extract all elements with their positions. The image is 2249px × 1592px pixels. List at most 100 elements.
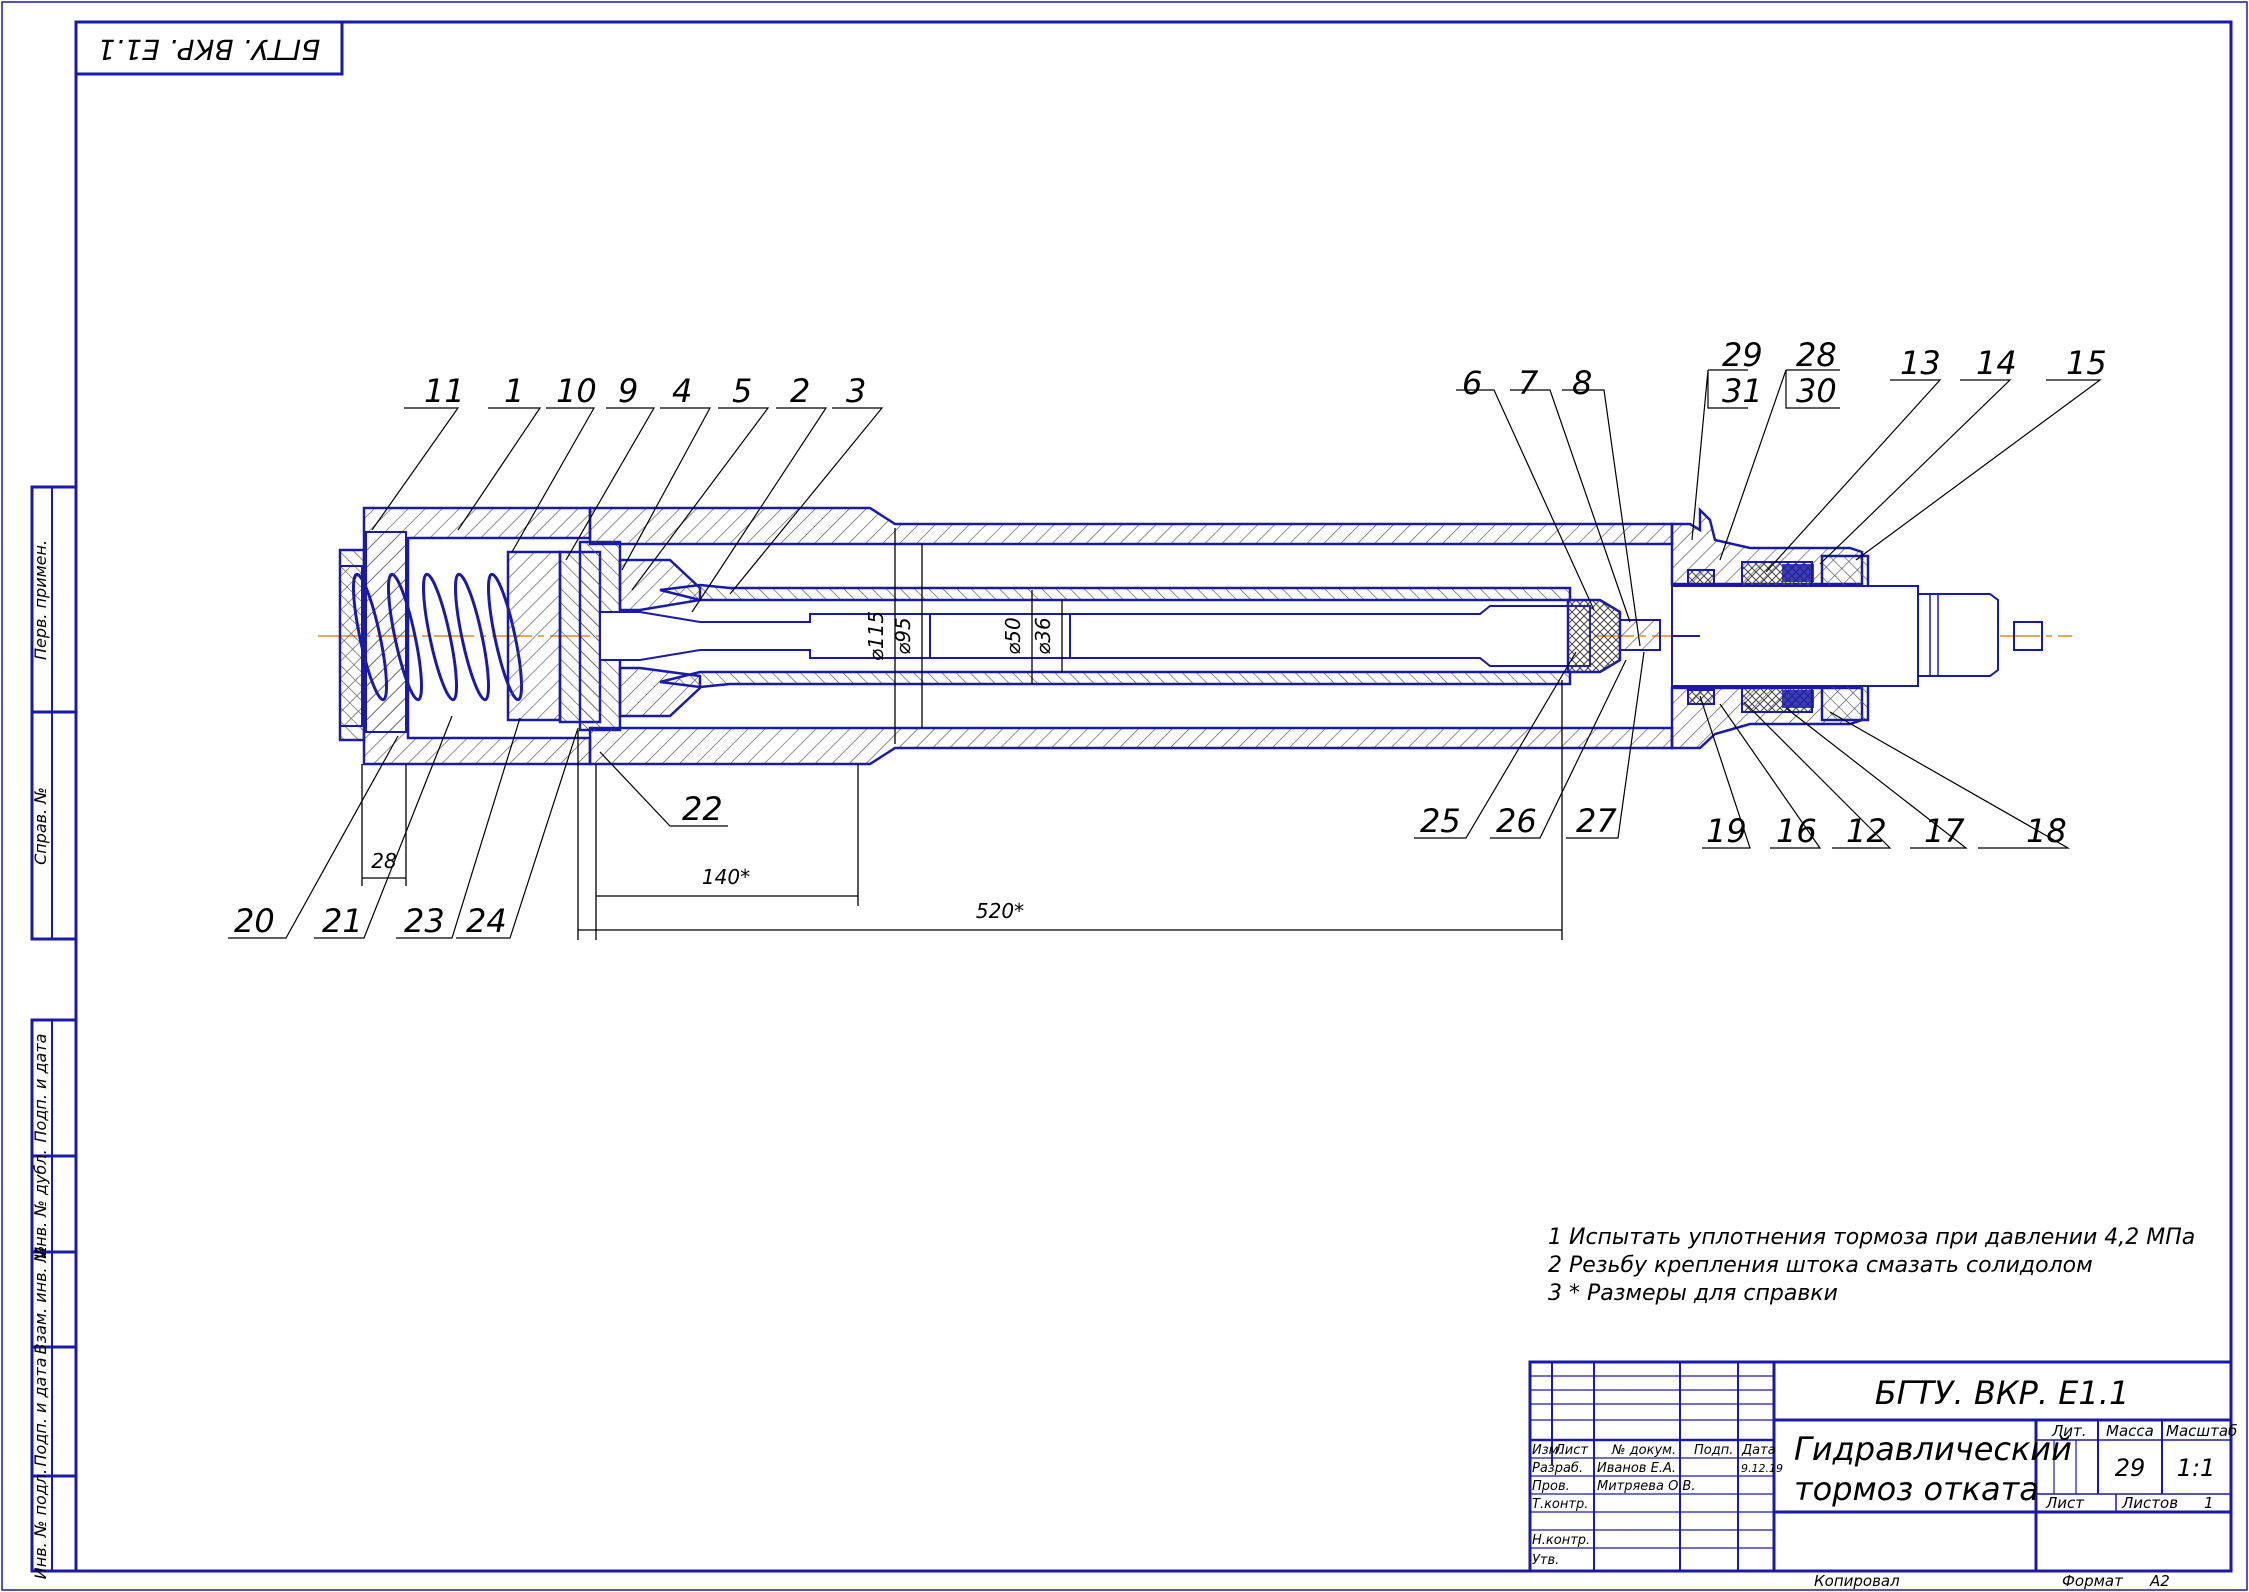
- piston-rod: [599, 605, 1591, 667]
- piston-block: [506, 550, 562, 722]
- side-label-perv: Перв. примен.: [31, 540, 50, 660]
- cap-plate: [365, 531, 407, 733]
- part-label-29: 29: [1722, 336, 1763, 374]
- part-label-15: 15: [2066, 344, 2107, 382]
- gland-ring-bottom: [1782, 690, 1814, 708]
- rod-end-bolt: [2013, 621, 2043, 651]
- dimension-lines: [361, 528, 1563, 940]
- part-label-27: 27: [1576, 802, 1617, 840]
- dimension-texts: ⌀115 ⌀95 ⌀50 ⌀36 28 140* 520*: [371, 611, 1055, 923]
- tb-lit-label: Лит.: [2051, 1422, 2087, 1440]
- part-label-2: 2: [790, 372, 810, 410]
- part-label-21: 21: [322, 902, 363, 940]
- part-label-12: 12: [1846, 812, 1887, 850]
- tb-nkontr-label: Н.контр.: [1532, 1533, 1590, 1548]
- part-label-25: 25: [1420, 802, 1461, 840]
- seal-19-top: [1687, 569, 1715, 585]
- part-label-9: 9: [618, 372, 638, 410]
- format-caption: Формат: [2062, 1572, 2124, 1590]
- part-label-7: 7: [1518, 364, 1539, 402]
- seal-19-bottom: [1687, 689, 1715, 705]
- tb-massa: 29: [2115, 1454, 2146, 1482]
- technical-notes: 1 Испытать уплотнения тормоза при давлен…: [1548, 1225, 2195, 1306]
- tb-hdr-data: Дата: [1741, 1443, 1776, 1458]
- part-label-8: 8: [1572, 364, 1592, 402]
- part-label-6: 6: [1462, 364, 1482, 402]
- note-1: 1 Испытать уплотнения тормоза при давлен…: [1548, 1225, 2195, 1250]
- inner-tube-top: [659, 583, 1572, 602]
- tb-listov: 1: [2204, 1494, 2214, 1512]
- assembly-drawing: ⌀115 ⌀95 ⌀50 ⌀36 28 140* 520*: [228, 336, 2107, 940]
- inner-tube-bottom: [659, 670, 1572, 689]
- title-block-text: БГТУ. ВКР. Е1.1 Гидравлический тормоз от…: [1532, 1374, 2237, 1568]
- part-label-13: 13: [1900, 344, 1941, 382]
- dim-50: ⌀50: [1001, 617, 1025, 655]
- part-label-18: 18: [2026, 812, 2067, 850]
- top-code-stamp: БГТУ. ВКР. Е1.1: [74, 20, 344, 76]
- leader-lines: [228, 369, 2102, 939]
- side-label-podp2: Подп. и дата: [31, 1358, 50, 1467]
- part-label-30: 30: [1796, 372, 1837, 410]
- side-label-podp1: Подп. и дата: [31, 1034, 50, 1143]
- dim-95: ⌀95: [891, 617, 915, 655]
- part-label-22: 22: [682, 790, 723, 828]
- side-label-vzam: Взам. инв. №: [31, 1246, 50, 1355]
- drawing-frame: [74, 20, 2233, 1573]
- side-label-dubl: Инв. № дубл.: [31, 1149, 50, 1258]
- dim-28: 28: [371, 849, 396, 873]
- part-label-16: 16: [1776, 812, 1817, 850]
- part-label-19: 19: [1706, 812, 1747, 850]
- side-label-sprav: Справ. №: [31, 787, 50, 865]
- part-label-5: 5: [732, 372, 752, 410]
- gland-ring-top: [1782, 564, 1814, 582]
- tb-masshtab: 1:1: [2177, 1454, 2216, 1482]
- part-labels: 11 1 10 9 4 5 2 3 6 7 8 29 31 28 30 13 1…: [234, 336, 2107, 940]
- part-label-1: 1: [504, 372, 524, 410]
- dim-140: 140*: [702, 865, 750, 889]
- part-label-28: 28: [1796, 336, 1837, 374]
- tb-title-2: тормоз отката: [1794, 1470, 2039, 1508]
- tb-razrab-label: Разраб.: [1532, 1461, 1583, 1476]
- part-label-14: 14: [1976, 344, 2017, 382]
- part-label-10: 10: [556, 372, 597, 410]
- note-2: 2 Резьбу крепления штока смазать солидол…: [1548, 1253, 2093, 1278]
- part-label-23: 23: [404, 902, 445, 940]
- part-label-26: 26: [1496, 802, 1537, 840]
- kopiroval-caption: Копировал: [1814, 1572, 1900, 1590]
- part-label-4: 4: [672, 372, 692, 410]
- dim-115: ⌀115: [864, 611, 888, 661]
- part-label-3: 3: [846, 372, 866, 410]
- side-label-podl: Инв. № подл.: [31, 1469, 50, 1579]
- dim-520: 520*: [976, 899, 1024, 923]
- tb-prov-name: Митряева О.В.: [1597, 1479, 1695, 1494]
- title-block: [1528, 1360, 2233, 1573]
- part-label-31: 31: [1722, 372, 1763, 410]
- side-stamp: [30, 485, 78, 1573]
- tb-razrab-date: 9.12.19: [1741, 1462, 1783, 1475]
- tb-title-1: Гидравлический: [1794, 1430, 2072, 1468]
- tb-utv-label: Утв.: [1532, 1553, 1559, 1568]
- tb-hdr-ndoc: № докум.: [1611, 1443, 1676, 1458]
- side-stamp-labels: Перв. примен. Справ. № Подп. и дата Инв.…: [31, 540, 50, 1579]
- tb-prov-label: Пров.: [1532, 1479, 1570, 1494]
- part-label-20: 20: [234, 902, 275, 940]
- cap-cover: [339, 565, 363, 727]
- tb-razrab-name: Иванов Е.А.: [1597, 1461, 1676, 1476]
- tb-hdr-izm: Изм.: [1532, 1443, 1563, 1458]
- format-value: А2: [2149, 1572, 2170, 1590]
- tb-code: БГТУ. ВКР. Е1.1: [1875, 1374, 2130, 1412]
- tb-list-label: Лист: [2045, 1494, 2085, 1512]
- cylinder-wall-top: [588, 506, 1674, 546]
- tb-tkontr-label: Т.контр.: [1532, 1497, 1588, 1512]
- tb-hdr-list: Лист: [1554, 1443, 1588, 1458]
- rod-extension: [1671, 585, 1919, 687]
- cylinder-wall-bottom: [588, 726, 1674, 766]
- tb-hdr-podp: Подп.: [1694, 1443, 1733, 1458]
- tb-masshtab-label: Масштаб: [2166, 1422, 2237, 1440]
- top-code-text: БГТУ. ВКР. Е1.1: [98, 33, 321, 66]
- part-label-17: 17: [1924, 812, 1965, 850]
- part-label-11: 11: [424, 372, 465, 410]
- tb-massa-label: Масса: [2106, 1422, 2154, 1440]
- piston-head: [1566, 598, 1622, 674]
